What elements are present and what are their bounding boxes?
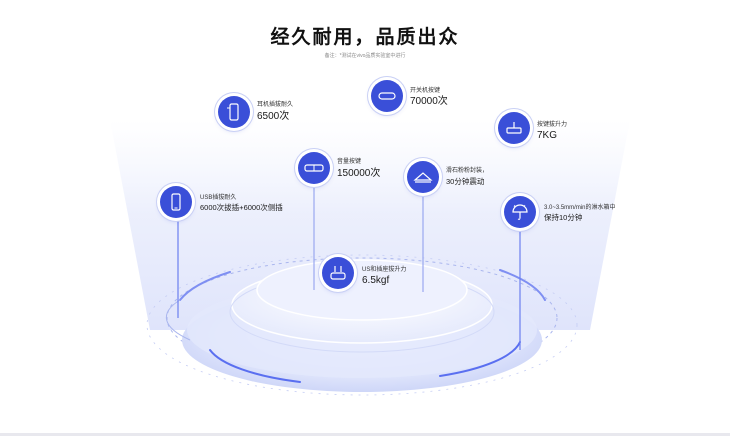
slide-label: 滑石粉粉封装， [446, 168, 489, 174]
usb-phone-icon [160, 186, 192, 218]
accent-arc-upper-right [499, 269, 546, 301]
volume-value: 150000次 [337, 168, 381, 179]
bottom-divider [0, 433, 730, 436]
power-value: 70000次 [410, 96, 448, 107]
power-label: 开关机按键 [410, 88, 441, 94]
light-beam [110, 120, 630, 330]
umbrella-rain-icon [504, 196, 536, 228]
outer-dashed-ring-2 [146, 254, 578, 396]
earphone-value: 6500次 [257, 111, 290, 122]
outer-dashed-ring [166, 257, 558, 379]
arc-side-left [165, 299, 191, 341]
usbforce-value: 6.5kgf [362, 275, 390, 286]
earphone-label: 耳机插拔耐久 [257, 102, 294, 108]
usb-value: 6000次拔插+6000次侧插 [200, 203, 283, 212]
power-button-icon [371, 80, 403, 112]
keypull-value: 7KG [537, 130, 558, 141]
accent-arc-right [439, 341, 521, 377]
top-disc [256, 259, 468, 321]
accent-arc-left [209, 349, 301, 383]
rain-value: 保持10分钟 [544, 213, 583, 222]
keypull-label: 按键拔升力 [537, 122, 568, 128]
accent-arc-upper-left [179, 271, 231, 301]
volume-button-icon [298, 152, 330, 184]
key-pull-icon [498, 112, 530, 144]
rain-label: 3.0~3.5mm/min的淋水箱中 [544, 205, 616, 211]
slide-cover-icon [407, 161, 439, 193]
volume-label: 音量按键 [337, 159, 362, 165]
test-note: 备注：*测试在vivo品质实验室中进行 [324, 53, 406, 59]
page-title: 经久耐用，品质出众 [270, 27, 460, 48]
usb-label: USB插拔耐久 [200, 195, 237, 201]
slide-value: 30分钟震动 [446, 177, 485, 186]
usbforce-label: US和插座拔升力 [362, 267, 407, 273]
earphone-device-icon [218, 96, 250, 128]
usb-port-icon [322, 257, 354, 289]
